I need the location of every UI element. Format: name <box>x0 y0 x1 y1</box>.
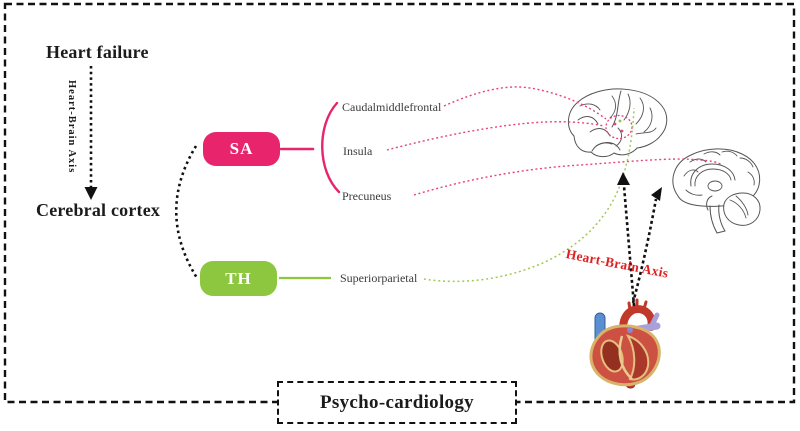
sagittal-brain-illustration <box>672 148 761 234</box>
arrowhead-down-icon <box>84 187 98 200</box>
heart-failure-to-cortex-arrow <box>84 66 98 200</box>
heart-failure-label: Heart failure <box>46 42 149 62</box>
vertical-heart-brain-axis-label: Heart-Brain Axis <box>66 80 77 174</box>
sa-node: SA <box>203 132 280 166</box>
region-label-superiorparietal: Superiorparietal <box>340 271 418 285</box>
region-label-insula: Insula <box>343 144 373 158</box>
region-label-precuneus: Precuneus <box>342 189 392 203</box>
psycho-cardiology-box: Psycho-cardiology <box>277 381 517 424</box>
green-region-link <box>423 107 635 283</box>
sa-bracket <box>279 101 341 194</box>
th-node: TH <box>200 261 277 296</box>
heart-illustration <box>589 298 661 389</box>
arrowhead-up-icon <box>617 172 630 185</box>
pink-region-links <box>386 86 723 196</box>
cerebral-cortex-label: Cerebral cortex <box>36 200 161 220</box>
cortex-to-nodes-arc <box>175 145 199 279</box>
arrowhead-upright-icon <box>651 187 662 201</box>
lateral-brain-illustration <box>568 88 668 158</box>
region-label-caudalmiddlefrontal: Caudalmiddlefrontal <box>342 100 442 114</box>
heart-to-brain-arrows <box>617 172 662 307</box>
